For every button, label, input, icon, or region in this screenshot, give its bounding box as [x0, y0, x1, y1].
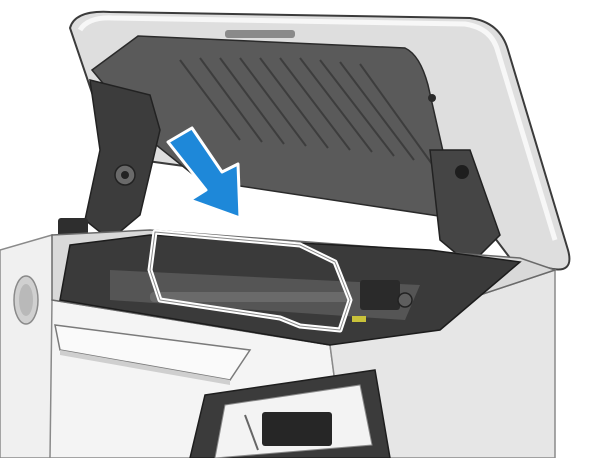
- hinge-arm-right: [429, 149, 501, 267]
- scanner-lid-ribs: [179, 57, 433, 165]
- down-right-arrow-icon: [166, 126, 242, 220]
- output-tray: [54, 324, 252, 385]
- yellow-accent-strip: [352, 316, 366, 322]
- scanner-lid: [68, 10, 571, 271]
- control-panel: [189, 369, 391, 458]
- scanner-lid-handle-slot: [225, 30, 295, 38]
- scanner-lid-edge: [77, 15, 558, 241]
- scanner-lid-screw: [428, 94, 436, 102]
- toner-cartridge-outline-icon: [147, 229, 353, 333]
- control-panel-display: [262, 412, 332, 446]
